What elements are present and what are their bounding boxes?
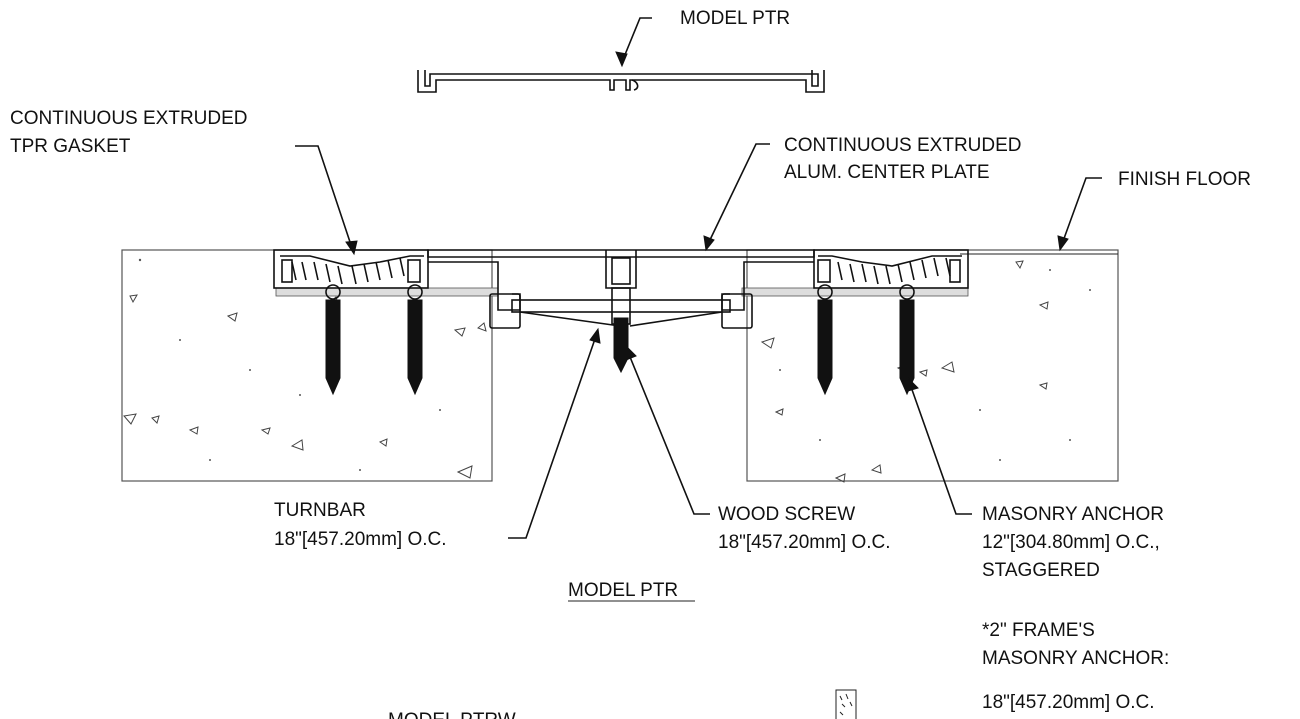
label-gasket-line2: TPR GASKET	[10, 136, 131, 157]
title-model-ptrw: MODEL PTRW	[388, 710, 516, 719]
leader-turnbar	[508, 327, 601, 539]
label-anchor-line2: 12"[304.80mm] O.C.,	[982, 532, 1160, 553]
turnbar	[511, 299, 731, 327]
left-frame-gasket	[273, 249, 521, 329]
label-anchor-line1: MASONRY ANCHOR	[982, 504, 1164, 525]
anchor-left-1	[325, 284, 341, 396]
title-model-ptr: MODEL PTR	[568, 580, 678, 601]
right-setting-bed	[741, 287, 969, 297]
label-anchor-line3: STAGGERED	[982, 560, 1100, 581]
label-center-plate-line2: ALUM. CENTER PLATE	[784, 162, 990, 183]
leader-center-plate	[703, 143, 770, 252]
label-turnbar-line1: TURNBAR	[274, 500, 366, 521]
leader-finish-floor	[1057, 177, 1102, 252]
leader-model-top	[615, 17, 652, 68]
anchor-right-2	[899, 284, 915, 396]
label-wood-screw-line1: WOOD SCREW	[718, 504, 855, 525]
label-frame-line2: MASONRY ANCHOR:	[982, 648, 1169, 669]
right-frame-gasket	[721, 249, 969, 329]
label-wood-screw-line2: 18"[457.20mm] O.C.	[718, 532, 891, 553]
label-model-top: MODEL PTR	[680, 8, 790, 29]
leader-gasket	[295, 145, 358, 256]
anchor-left-2	[407, 284, 423, 396]
label-turnbar-line2: 18"[457.20mm] O.C.	[274, 529, 447, 550]
label-gasket-line1: CONTINUOUS EXTRUDED	[10, 108, 248, 129]
label-finish-floor: FINISH FLOOR	[1118, 169, 1251, 190]
label-frame-line1: *2" FRAME'S	[982, 620, 1095, 641]
wood-screw	[613, 317, 629, 374]
leader-wood-screw	[625, 344, 710, 515]
ptrw-frame-fragment	[835, 689, 857, 719]
left-concrete-slab	[121, 249, 493, 482]
label-frame-line3: 18"[457.20mm] O.C.	[982, 692, 1155, 713]
ptr-profile-top	[417, 70, 825, 93]
left-setting-bed	[275, 287, 499, 297]
leader-masonry-anchor	[907, 376, 972, 515]
anchor-right-1	[817, 284, 833, 396]
label-center-plate-line1: CONTINUOUS EXTRUDED	[784, 135, 1022, 156]
